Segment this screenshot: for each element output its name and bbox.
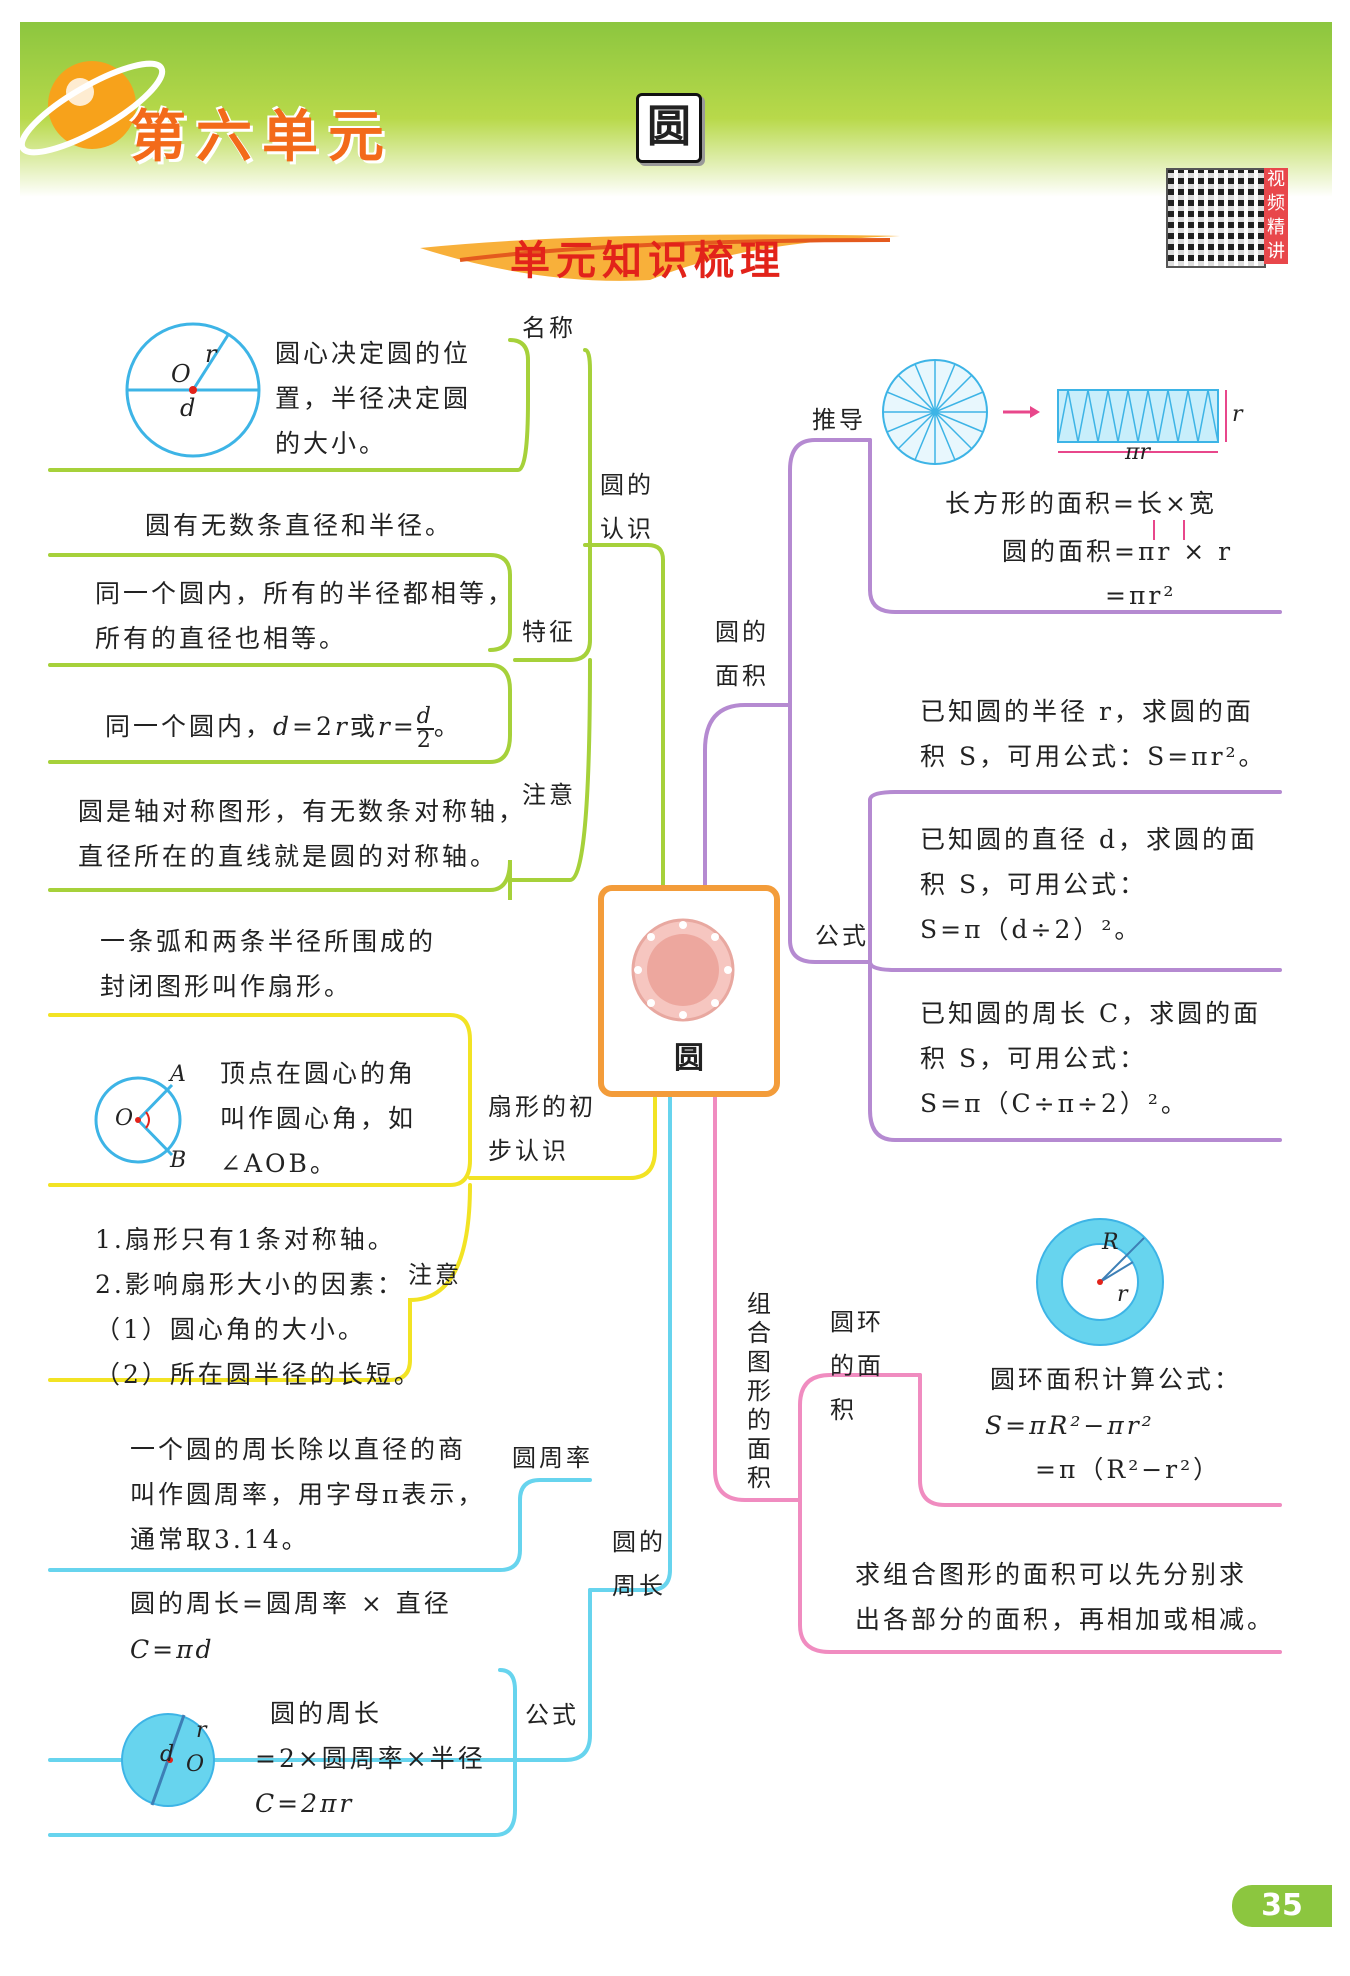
label-ring: 圆环的面积 [830, 1308, 884, 1424]
name-text-2: 置，半径决定圆 [275, 384, 472, 413]
pi-text-3: 通常取3.14。 [130, 1525, 310, 1554]
fig-d-circ: d [160, 1742, 175, 1767]
fig-b: B [170, 1148, 187, 1173]
area-diameter-3: S=π（d÷2）²。 [920, 915, 1143, 944]
composite-tip-2: 出各部分的面积，再相加或相减。 [855, 1605, 1276, 1634]
label-note-recognition: 注意 [522, 781, 576, 809]
label-derive: 推导 [812, 406, 866, 434]
sector-note-4: （2）所在圆半径的长短。 [95, 1360, 422, 1389]
label-formula-area: 公式 [815, 922, 869, 950]
fig-o-sector: O [115, 1106, 134, 1131]
sector-note-2: 2.影响扇形大小的因素： [95, 1270, 405, 1299]
rect-pir: πr [1125, 440, 1150, 465]
ring-line-3: =π（R²−r²） [1035, 1455, 1222, 1484]
ring-line-1: 圆环面积计算公式： [990, 1365, 1243, 1394]
feature-3: 所有的直径也相等。 [95, 624, 348, 653]
branch-label-area: 圆的面积 [715, 618, 769, 690]
branch-label-circumference: 圆的周长 [612, 1528, 666, 1600]
fig-a: A [170, 1062, 186, 1087]
angle-text-3: ∠AOB。 [220, 1149, 338, 1178]
area-circ-2: 积 S，可用公式： [920, 1044, 1148, 1073]
area-radius-1: 已知圆的半径 r，求圆的面 [920, 697, 1254, 726]
area-circ-1: 已知圆的周长 C，求圆的面 [920, 999, 1262, 1028]
topic-title: 圆 [636, 93, 702, 163]
area-diameter-2: 积 S，可用公式： [920, 870, 1148, 899]
sector-def-2: 封闭图形叫作扇形。 [100, 972, 353, 1001]
page-number: 35 [1232, 1885, 1332, 1927]
circ-formula-3: 圆的周长 [270, 1699, 383, 1728]
name-text-3: 的大小。 [275, 429, 388, 458]
banner-swoosh [420, 234, 900, 281]
video-tag: 视频精讲 [1264, 168, 1288, 264]
feature-2: 同一个圆内，所有的半径都相等， [95, 579, 516, 608]
unit-title: 第六单元 [130, 105, 394, 170]
planet-logo [18, 60, 166, 156]
label-note-sector: 注意 [408, 1261, 462, 1289]
area-radius-2: 积 S，可用公式：S=πr²。 [920, 742, 1267, 771]
ring-line-2: S=πR²−πr² [985, 1411, 1155, 1440]
label-formula-circumference: 公式 [525, 1701, 579, 1729]
circ-formula-5: C=2πr [255, 1789, 355, 1818]
name-text-1: 圆心决定圆的位 [275, 339, 472, 368]
angle-text-1: 顶点在圆心的角 [220, 1059, 417, 1088]
sector-note-1: 1.扇形只有1条对称轴。 [95, 1225, 396, 1254]
note-text-1: 圆是轴对称图形，有无数条对称轴， [78, 797, 527, 826]
sector-note-3: （1）圆心角的大小。 [95, 1315, 366, 1344]
derive-line-2: 圆的面积=πr × r [1002, 537, 1234, 566]
sector-def-1: 一条弧和两条半径所围成的 [100, 927, 437, 956]
circ-formula-1: 圆的周长=圆周率 × 直径 [130, 1589, 452, 1618]
fig-r: r [205, 340, 217, 368]
section-banner: 单元知识梳理 [510, 238, 786, 284]
ring-R: R [1102, 1230, 1119, 1255]
branch-label-composite: 组合图形的面积 [747, 1290, 771, 1492]
composite-tip-1: 求组合图形的面积可以先分别求 [855, 1560, 1248, 1589]
fig-o-circ: O [186, 1752, 205, 1777]
derive-line-3: =πr² [1105, 581, 1177, 610]
pi-text-2: 叫作圆周率，用字母π表示， [130, 1480, 486, 1509]
label-features: 特征 [522, 618, 576, 646]
note-text-2: 直径所在的直线就是圆的对称轴。 [78, 842, 499, 871]
fig-r-circ: r [196, 1718, 207, 1743]
fig-o: O [171, 360, 191, 388]
ring-r: r [1117, 1282, 1128, 1307]
circ-formula-2: C=πd [130, 1635, 215, 1664]
rect-r: r [1232, 402, 1243, 427]
area-diameter-1: 已知圆的直径 d，求圆的面 [920, 825, 1258, 854]
area-circ-3: S=π（C÷π÷2）²。 [920, 1089, 1189, 1118]
branch-label-sector: 扇形的初步认识 [488, 1093, 596, 1165]
label-name: 名称 [522, 314, 576, 342]
fig-d: d [180, 394, 196, 422]
label-pi: 圆周率 [512, 1444, 593, 1472]
feature-1: 圆有无数条直径和半径。 [145, 511, 454, 540]
branch-label-recognition: 圆的认识 [600, 471, 654, 543]
derive-line-1: 长方形的面积=长×宽 [945, 489, 1217, 518]
angle-text-2: 叫作圆心角，如 [220, 1104, 417, 1133]
circ-formula-4: =2×圆周率×半径 [255, 1744, 486, 1773]
pi-text-1: 一个圆的周长除以直径的商 [130, 1435, 467, 1464]
center-label: 圆 [674, 1041, 704, 1076]
